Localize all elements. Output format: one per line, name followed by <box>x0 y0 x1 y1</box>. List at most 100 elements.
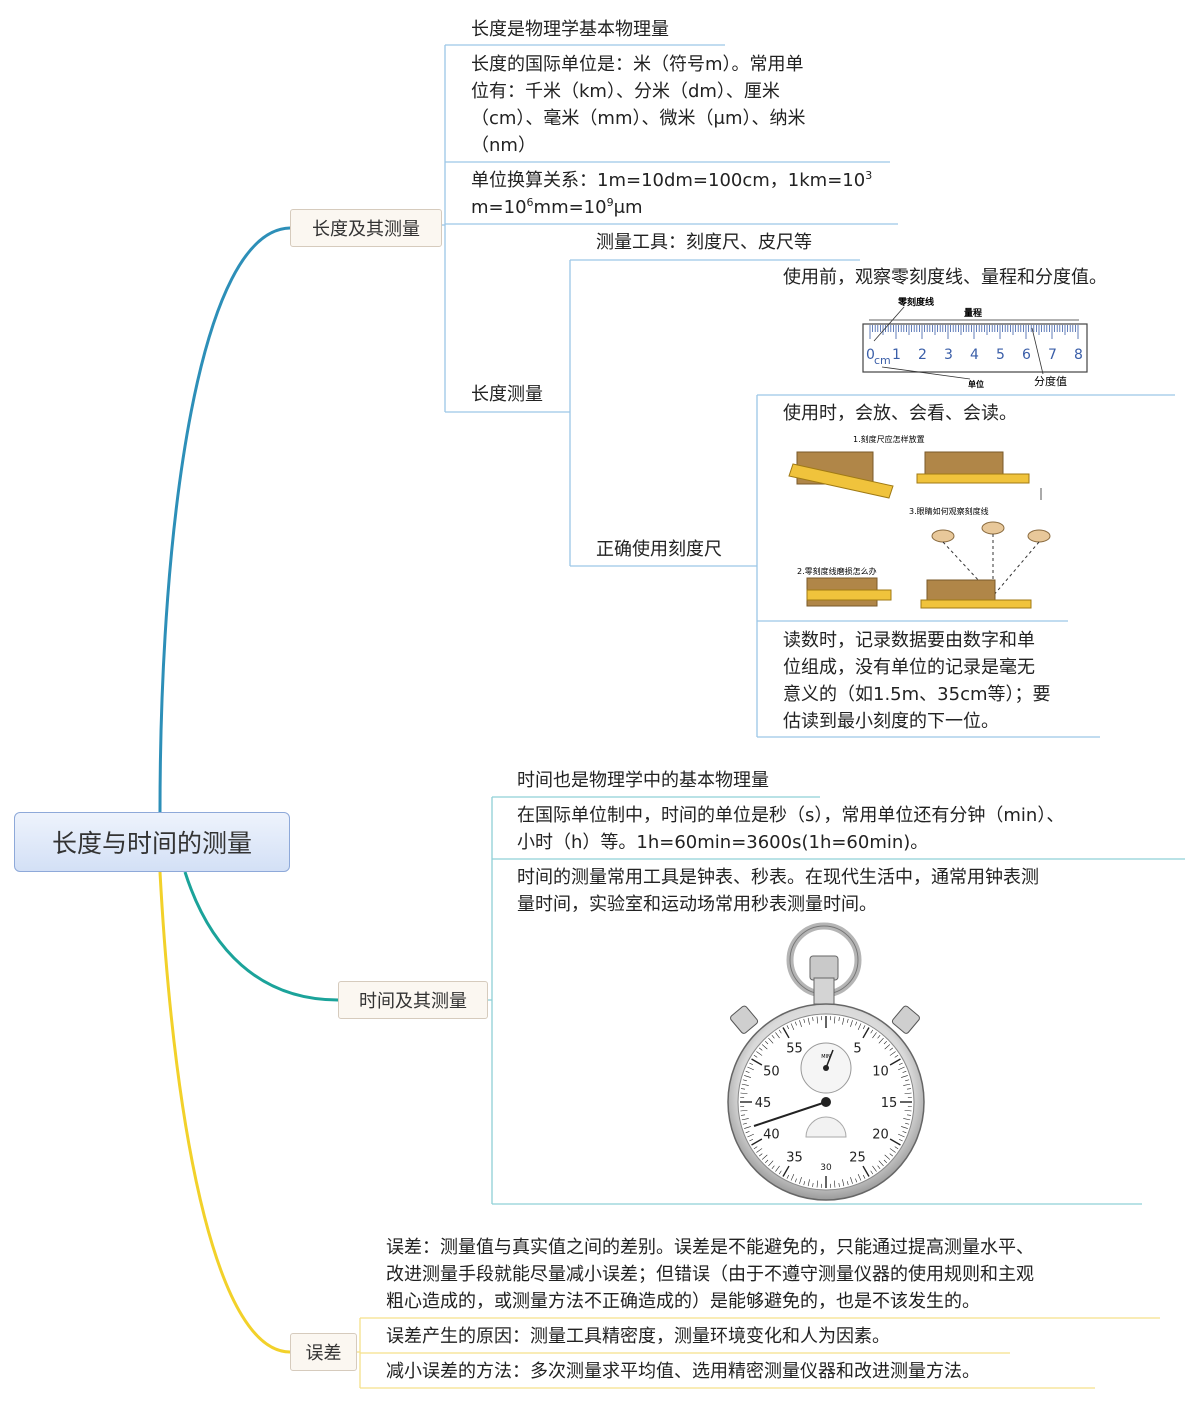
watch-tick <box>838 1017 840 1022</box>
watch-tick <box>862 1027 870 1039</box>
watch-tick <box>764 1040 769 1045</box>
watch-number: 55 <box>786 1041 803 1056</box>
watch-tick <box>744 1126 751 1129</box>
ruler-cm: cm <box>874 354 891 367</box>
watch-tick <box>756 1148 763 1153</box>
watch-tick <box>799 1177 802 1184</box>
usage-caption-3: 3.眼睛如何观察刻度线 <box>909 506 989 516</box>
ruler-unit-label: 单位 <box>968 379 984 389</box>
branch-length-label: 长度及其测量 <box>312 219 420 240</box>
watch-tick <box>842 1179 845 1187</box>
watch-tick <box>901 1126 908 1129</box>
error-definition-line2: 改进测量手段就能尽量减小误差；但错误（由于不遵守测量仪器的使用规则和主观 <box>386 1264 1034 1285</box>
ruler-number: 2 <box>918 347 927 363</box>
watch-tick <box>744 1075 751 1078</box>
watch-tick <box>850 1177 853 1184</box>
watch-tick <box>906 1088 911 1090</box>
watch-tick <box>903 1083 911 1086</box>
watch-tick <box>807 1017 810 1025</box>
watch-tick <box>799 1020 802 1027</box>
watch-tick <box>749 1138 754 1142</box>
watch-tick <box>768 1037 774 1044</box>
ruler-number: 1 <box>892 347 901 363</box>
conversion-sup-6: 6 <box>526 196 534 209</box>
ruler-ticks <box>869 325 1079 339</box>
watch-tick <box>761 1044 768 1050</box>
watch-tick <box>749 1062 754 1066</box>
error-definition-line3: 粗心造成的，或测量方法不正确造成的）是能够避免的，也是不该发生的。 <box>386 1291 980 1312</box>
watch-tick <box>898 1066 905 1071</box>
usage-caption-2: 2.零刻度线磨损怎么办 <box>797 566 877 576</box>
watch-tick <box>889 1138 901 1146</box>
watch-tick <box>906 1114 911 1116</box>
branch-time-measurement[interactable]: 时间及其测量 <box>338 981 488 1019</box>
conversion-text-d: μm <box>613 197 643 218</box>
curve-time <box>183 871 339 1002</box>
root-topic[interactable]: 长度与时间的测量 <box>14 812 290 872</box>
watch-ticks <box>740 1016 912 1188</box>
ruler-range-label: 量程 <box>964 307 982 319</box>
conversion-text-a: 单位换算关系：1m=10dm=100cm，1km=10 <box>471 170 866 191</box>
measure-tools: 测量工具：刻度尺、皮尺等 <box>596 232 812 253</box>
length-units-line3: （cm）、毫米（mm）、微米（μm）、纳米 <box>471 108 806 129</box>
ruler-number: 0 <box>866 347 875 363</box>
watch-tick <box>745 1131 750 1134</box>
length-units-line1: 长度的国际单位是：米（符号m）。常用单 <box>471 54 804 75</box>
ruler-zero-label: 零刻度线 <box>897 296 934 308</box>
watch-tick <box>812 1017 814 1022</box>
length-conversion-line1: 单位换算关系：1m=10dm=100cm，1km=103 <box>471 167 872 194</box>
length-units-line2: 位有：千米（km）、分米（dm）、厘米 <box>471 81 780 102</box>
curve-error <box>158 871 291 1354</box>
watch-tick <box>903 1118 911 1121</box>
length-measure-node[interactable]: 长度测量 <box>471 384 543 405</box>
watch-tick <box>753 1146 758 1150</box>
watch-tick <box>758 1153 763 1157</box>
watch-tick <box>894 1054 899 1058</box>
ruler-number: 6 <box>1022 347 1031 363</box>
watch-tick <box>846 1018 849 1023</box>
watch-number: 35 <box>786 1151 803 1166</box>
watch-tick <box>905 1079 910 1082</box>
watch-tick <box>790 1174 795 1181</box>
watch-tick <box>758 1047 763 1051</box>
branch-length-measurement[interactable]: 长度及其测量 <box>290 209 442 247</box>
watch-tick <box>870 1170 874 1175</box>
branch-error[interactable]: 误差 <box>290 1333 357 1371</box>
watch-tick <box>889 1058 901 1066</box>
ruler-number: 5 <box>996 347 1005 363</box>
watch-tick <box>889 1047 894 1051</box>
root-topic-label: 长度与时间的测量 <box>51 829 252 858</box>
watch-tick <box>904 1109 912 1112</box>
watch-tick <box>857 1174 862 1181</box>
length-conversion-line2: m=106mm=109μm <box>471 194 643 221</box>
watch-tick <box>889 1051 896 1056</box>
watch-tick <box>775 1032 780 1039</box>
measure-before-use: 使用前，观察零刻度线、量程和分度值。 <box>783 267 1107 288</box>
time-tools-line2: 量时间，实验室和运动场常用秒表测量时间。 <box>517 894 877 915</box>
watch-tick <box>741 1083 749 1086</box>
correct-use-node[interactable]: 正确使用刻度尺 <box>596 539 722 560</box>
reading-line3: 意义的（如1.5m、35cm等）；要 <box>783 684 1051 705</box>
watch-tick <box>756 1051 763 1056</box>
watch-tick <box>846 1181 849 1186</box>
watch-number: 50 <box>763 1065 780 1080</box>
conversion-sup-9: 9 <box>606 196 614 209</box>
watch-tick <box>751 1138 763 1146</box>
watch-tick <box>833 1180 836 1188</box>
watch-tick <box>771 1165 775 1170</box>
watch-tick <box>807 1179 810 1187</box>
watch-tick <box>904 1092 912 1095</box>
watch-tick <box>878 1037 884 1044</box>
watch-tick <box>768 1160 774 1167</box>
watch-tick <box>862 1165 870 1177</box>
watch-tick <box>786 1025 790 1030</box>
watch-tick <box>872 1032 877 1039</box>
watch-tick <box>803 1181 806 1186</box>
watch-tick <box>898 1062 903 1066</box>
reading-line2: 位组成，没有单位的记录是毫无 <box>783 657 1035 678</box>
ruler-number: 8 <box>1074 347 1083 363</box>
watch-number: 15 <box>881 1096 898 1111</box>
